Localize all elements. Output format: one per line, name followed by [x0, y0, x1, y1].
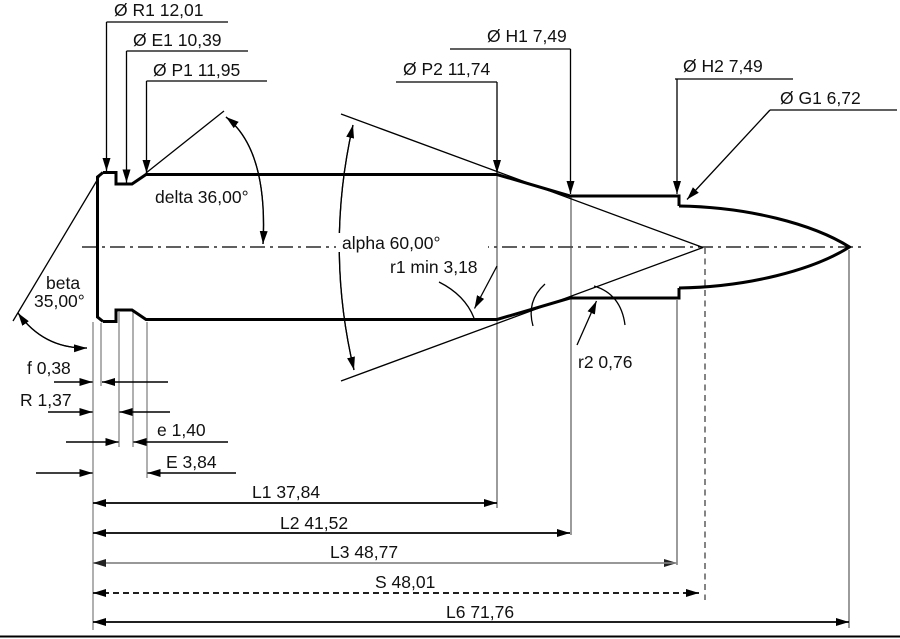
alpha-cone-lower-line: [340, 246, 704, 382]
length-dimension-lines: [93, 499, 849, 626]
angle-annotations: [12, 110, 704, 382]
label-alpha-angle: alpha 60,00°: [342, 233, 440, 253]
label-beta-angle-name: beta: [46, 273, 80, 293]
label-L6-length: L6 71,76: [446, 602, 514, 622]
label-H2-diameter: Ø H2 7,49: [683, 56, 763, 76]
label-P2-diameter: Ø P2 11,74: [403, 59, 491, 79]
label-H1-diameter: Ø H1 7,49: [487, 26, 567, 46]
extension-lines: [92, 175, 850, 630]
label-backplate: [336, 233, 488, 252]
label-R-dimension: R 1,37: [20, 390, 72, 410]
label-r1-min-radius: r1 min 3,18: [390, 257, 478, 277]
r1-fillet-arc: [438, 281, 475, 319]
label-beta-angle-value: 35,00°: [34, 291, 85, 311]
label-backplate: [384, 257, 490, 276]
label-f-dimension: f 0,38: [27, 358, 71, 378]
label-R1-diameter: Ø R1 12,01: [114, 0, 204, 20]
label-P1-diameter: Ø P1 11,95: [153, 60, 240, 80]
label-L1-length: L1 37,84: [252, 482, 320, 502]
beta-cone-line: [12, 171, 103, 322]
beta-angle-arc: [17, 312, 88, 353]
label-L2-length: L2 41,52: [280, 513, 348, 533]
label-L3-length: L3 48,77: [330, 542, 398, 562]
label-G1-diameter: Ø G1 6,72: [780, 88, 861, 108]
label-E1-diameter: Ø E1 10,39: [133, 30, 222, 50]
label-E-dimension: E 3,84: [166, 452, 217, 472]
bullet-outline: [678, 204, 853, 290]
labels: Ø R1 12,01 Ø E1 10,39 Ø P1 11,95 Ø P2 11…: [20, 0, 861, 622]
label-r2-radius: r2 0,76: [578, 352, 632, 372]
diameter-callout-leaders: [102, 21, 897, 200]
r1-leader-arrow: [473, 265, 498, 309]
r2-leader-arrow: [576, 300, 598, 346]
label-S-length: S 48,01: [375, 572, 435, 592]
case-outline: [96, 171, 681, 323]
delta-cone-line: [145, 110, 225, 174]
label-e-dimension: e 1,40: [157, 420, 206, 440]
head-dimension-lines: [36, 378, 236, 477]
radius-annotations: [438, 265, 626, 346]
label-delta-angle: delta 36,00°: [155, 187, 249, 207]
r1-fillet-arc-2: [530, 283, 546, 327]
delta-angle-arc: [225, 116, 268, 245]
r2-fillet-arc: [593, 285, 626, 326]
